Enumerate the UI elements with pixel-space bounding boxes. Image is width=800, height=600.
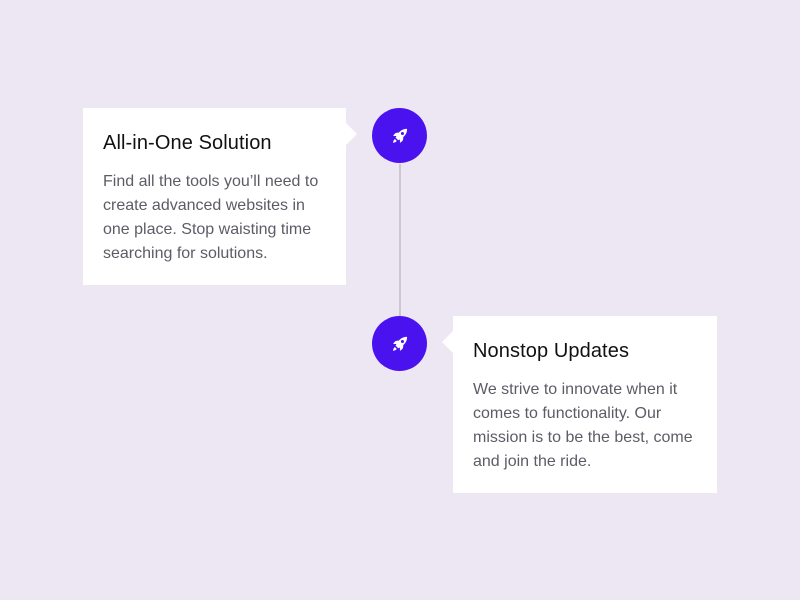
card-description: We strive to innovate when it comes to f… xyxy=(473,381,693,470)
card-title: Nonstop Updates xyxy=(473,340,630,362)
card-description: Find all the tools you’ll need to create… xyxy=(103,173,319,262)
rocket-icon xyxy=(391,335,409,353)
card-title: All-in-One Solution xyxy=(103,132,272,154)
timeline-connector-line xyxy=(399,164,401,316)
timeline-node-2 xyxy=(372,316,427,371)
timeline-node-1 xyxy=(372,108,427,163)
rocket-icon xyxy=(391,127,409,145)
timeline-card-2: Nonstop Updates We strive to innovate wh… xyxy=(442,316,717,493)
timeline-card-1: All-in-One Solution Find all the tools y… xyxy=(83,108,357,285)
